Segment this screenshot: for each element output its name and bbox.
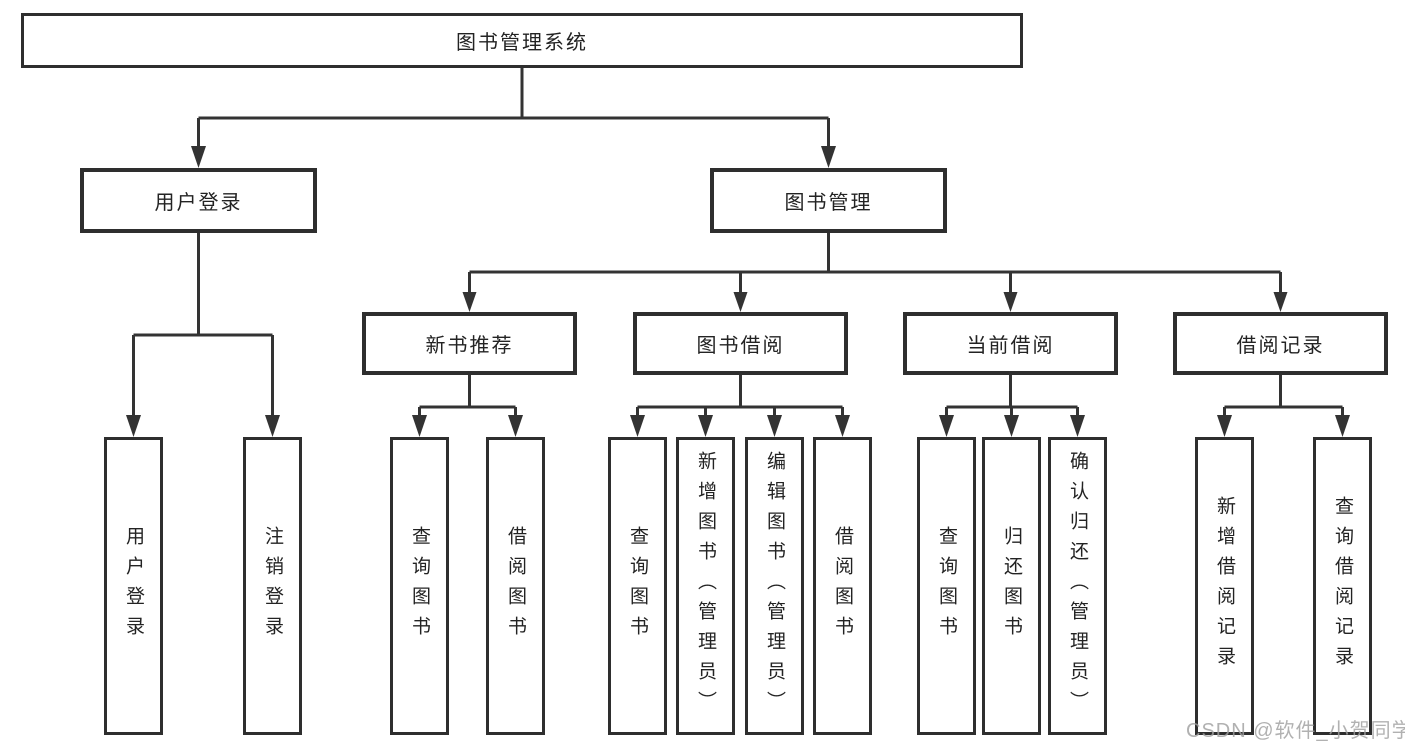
arrowhead (508, 415, 523, 437)
arrowhead (767, 415, 782, 437)
arrowhead (1004, 415, 1019, 437)
node-library-management-system: 图书管理系统 (21, 13, 1023, 68)
connector-root-to-level2 (197, 66, 830, 150)
connector-current-to-leaves (945, 375, 1079, 419)
arrowhead (939, 415, 954, 437)
leaf-recommend-borrow-book: 借阅图书 (486, 437, 545, 735)
arrowhead (412, 415, 427, 437)
leaf-record-query-borrow-record: 查询借阅记录 (1313, 437, 1372, 735)
arrowhead (733, 292, 748, 312)
leaf-borrow-edit-book-admin: 编辑图书（管理员） (745, 437, 804, 735)
arrowhead (1273, 292, 1288, 312)
connector-record-to-leaves (1223, 375, 1344, 419)
arrowhead (1217, 415, 1232, 437)
arrowhead (126, 415, 141, 437)
arrowhead (821, 146, 836, 168)
node-borrow-record: 借阅记录 (1173, 312, 1388, 375)
leaf-user-login: 用户登录 (104, 437, 163, 735)
node-book-borrow: 图书借阅 (633, 312, 848, 375)
arrowhead (835, 415, 850, 437)
leaf-current-return-book: 归还图书 (982, 437, 1041, 735)
connector-newbook-to-leaves (418, 375, 517, 419)
arrowhead (462, 292, 477, 312)
arrowhead (1335, 415, 1350, 437)
arrowhead (1003, 292, 1018, 312)
arrowhead (630, 415, 645, 437)
leaf-logout: 注销登录 (243, 437, 302, 735)
csdn-watermark: CSDN @软件_小贺同学 (1186, 720, 1405, 742)
leaf-current-query-book: 查询图书 (917, 437, 976, 735)
node-current-borrow: 当前借阅 (903, 312, 1118, 375)
arrowhead (191, 146, 206, 168)
connector-userlogin-to-leaves (132, 233, 274, 419)
connector-bookmgmt-to-level3 (468, 233, 1282, 297)
leaf-borrow-add-book-admin: 新增图书（管理员） (676, 437, 735, 735)
node-book-management: 图书管理 (710, 168, 947, 233)
leaf-record-add-borrow-record: 新增借阅记录 (1195, 437, 1254, 735)
node-user-login: 用户登录 (80, 168, 317, 233)
leaf-recommend-query-book: 查询图书 (390, 437, 449, 735)
connector-borrow-to-leaves (636, 375, 844, 419)
leaf-borrow-borrow-book: 借阅图书 (813, 437, 872, 735)
arrowhead (1070, 415, 1085, 437)
leaf-current-confirm-return-admin: 确认归还（管理员） (1048, 437, 1107, 735)
arrowheads (126, 146, 1350, 437)
node-new-book-recommend: 新书推荐 (362, 312, 577, 375)
leaf-borrow-query-book: 查询图书 (608, 437, 667, 735)
arrowhead (265, 415, 280, 437)
arrowhead (698, 415, 713, 437)
